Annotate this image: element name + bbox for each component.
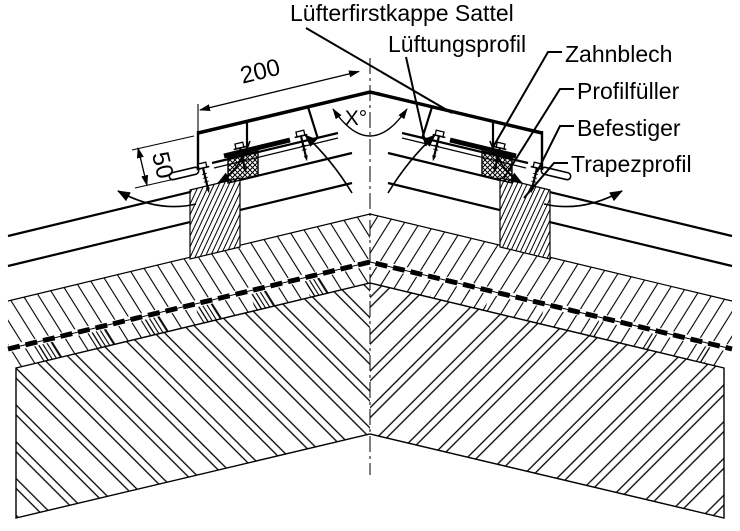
- dimension-200: 200: [197, 54, 360, 132]
- trapez-top-left: [7, 151, 353, 238]
- dimension-50-value: 50: [146, 149, 178, 181]
- airflow-arrow-eave-left: [117, 190, 197, 208]
- leader-tooth-sheet: [488, 51, 562, 155]
- dimension-line: [199, 70, 360, 112]
- dimension-200-value: 200: [238, 54, 283, 90]
- airflow-arrow-eave-right: [543, 190, 623, 208]
- airflow-arrow-gap-left: [217, 140, 251, 184]
- label-fastener: Befestiger: [577, 115, 681, 141]
- fastener-screw: [425, 128, 448, 164]
- support-block-right: [499, 177, 551, 260]
- airflow-arrows: [117, 134, 623, 208]
- vent-strut: [306, 106, 320, 140]
- leader-trapez-profile: [523, 162, 568, 199]
- leader-lines: [305, 27, 574, 199]
- label-tooth-sheet: Zahnblech: [565, 41, 672, 67]
- label-profile-filler: Profilfüller: [577, 78, 680, 104]
- leader-ridge-cap: [305, 27, 453, 114]
- extension-line: [131, 135, 195, 151]
- airflow-arrow-ridge-left: [304, 134, 353, 194]
- airflow-arrow-gap-right: [489, 140, 523, 184]
- fastener-screw: [292, 128, 315, 164]
- vent-assembly-left: [211, 106, 339, 184]
- trapez-top-right: [387, 151, 733, 238]
- panel-hatch-right: [370, 283, 724, 518]
- dimension-50: 50: [131, 135, 198, 189]
- panel-hatch-left: [16, 283, 370, 518]
- trapez-bottom-right: [387, 181, 733, 268]
- label-vent-profile: Lüftungsprofil: [388, 31, 526, 57]
- tooth-sheet-strip: [449, 137, 517, 159]
- trapez-sheet-lines: [7, 151, 733, 268]
- support-block-left: [189, 177, 241, 260]
- airflow-arrow-ridge-right: [387, 134, 436, 194]
- leader-profile-filler: [503, 88, 574, 179]
- tooth-sheet-strip: [223, 137, 291, 159]
- dimension-line: [136, 147, 149, 187]
- part-labels: Lüfterfirstkappe Sattel Lüftungsprofil Z…: [290, 0, 692, 177]
- leader-fastener: [536, 125, 574, 173]
- label-trapez-profile: Trapezprofil: [571, 151, 692, 177]
- support-blocks: [189, 177, 551, 260]
- top-facing-band: [7, 213, 733, 368]
- leader-vent-profile: [405, 56, 427, 147]
- label-ridge-cap: Lüfterfirstkappe Sattel: [290, 0, 514, 26]
- trapez-bottom-left: [7, 181, 353, 268]
- angle-arc: [332, 108, 408, 137]
- angle-dimension: X°: [332, 107, 408, 137]
- angle-value: X°: [345, 107, 367, 130]
